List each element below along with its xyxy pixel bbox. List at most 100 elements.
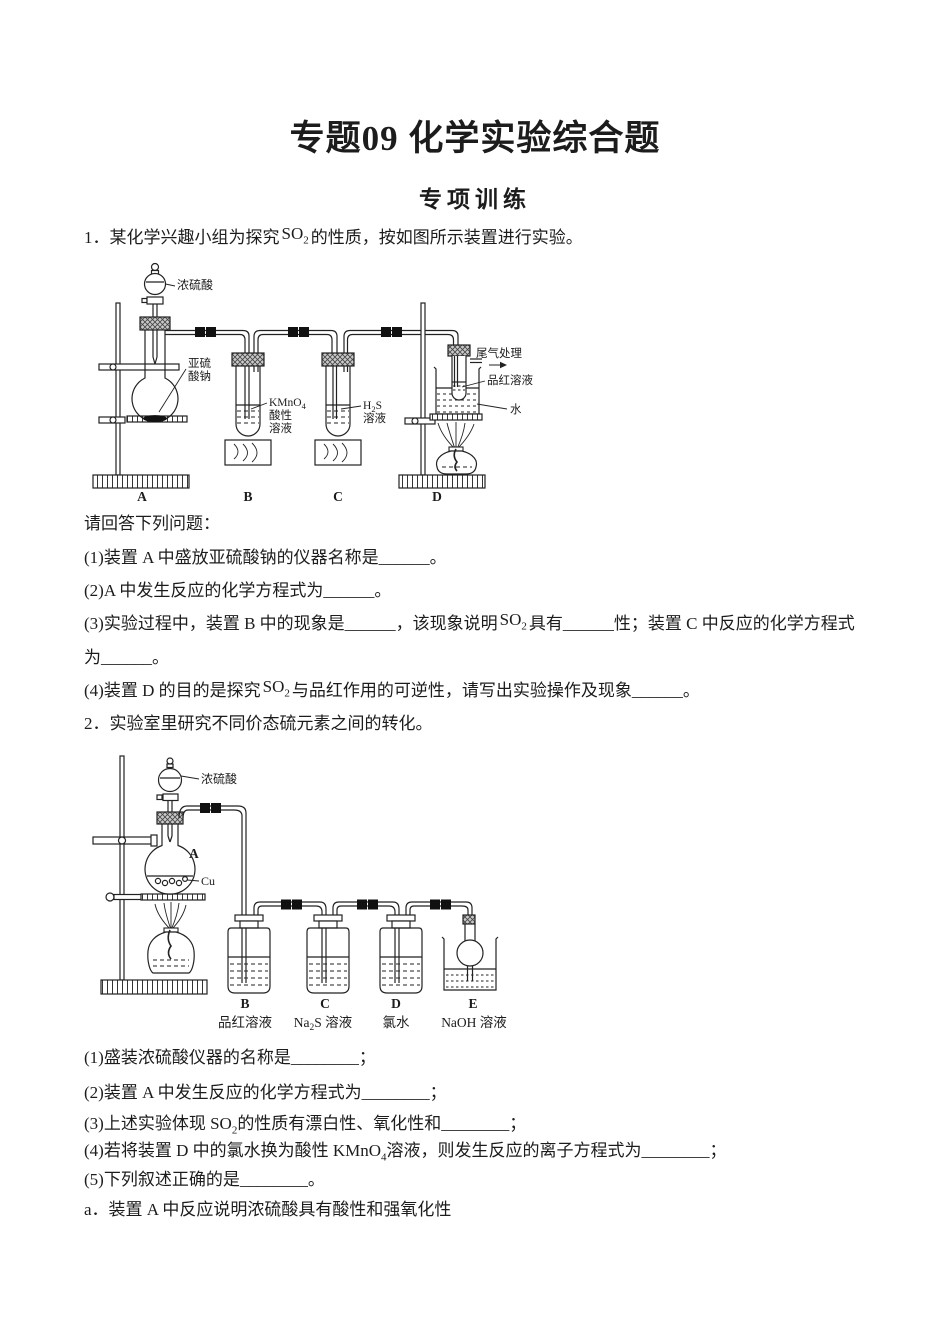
label-b2: B — [240, 996, 249, 1011]
page-title: 专题09 化学实验综合题 — [289, 119, 661, 158]
acidic-label: 酸性 — [269, 408, 292, 422]
q2-option-a: a．装置 A 中反应说明浓硫酸具有酸性和强氧化性 — [84, 1200, 452, 1219]
label-d2: D — [391, 996, 401, 1011]
q1-sub3-post: 具有______性；装置 C 中反应的化学方程式 — [528, 614, 855, 633]
q2-sub3-pre: (3)上述实验体现 SO — [84, 1114, 232, 1133]
kmno4-base: KMnO — [269, 397, 302, 409]
na2s-label: Na2S 溶液 — [294, 1015, 353, 1033]
sodium-sulfite-label-1: 亚硫 — [188, 356, 211, 370]
dropping-funnel-2 — [156, 757, 183, 813]
copper-pieces — [154, 875, 188, 887]
q1-prompt: 请回答下列问题： — [84, 514, 220, 533]
label-a1: A — [137, 489, 147, 504]
naoh-label: NaOH 溶液 — [441, 1015, 507, 1030]
conc-acid-label-1: 浓硫酸 — [177, 277, 213, 292]
kmno4-label: KMnO4 — [269, 397, 307, 411]
iron-stand-d — [398, 302, 486, 489]
test-tube-b — [224, 352, 272, 466]
cu-label: Cu — [201, 874, 215, 888]
chlorine-water-label: 氯水 — [383, 1015, 410, 1030]
q2-sub4: (4)若将装置 D 中的氯水换为酸性 KMnO4溶液，则发生反应的离子方程式为_… — [84, 1139, 727, 1169]
fuchsin-label-1: 品红溶液 — [487, 373, 533, 387]
q1-sub2: (2)A 中发生反应的化学方程式为______。 — [84, 581, 392, 600]
h2s-h: H — [363, 400, 371, 412]
dropping-funnel — [141, 262, 167, 319]
gas-tube-a-b2 — [178, 803, 247, 983]
so2-sub: 2 — [521, 620, 527, 633]
q1-sub4-pre: (4)装置 D 的目的是探究 — [84, 681, 261, 700]
q1-stem-pre: 1．某化学兴趣小组为探究 — [84, 228, 280, 247]
so2-sub: 2 — [231, 1124, 238, 1137]
solution-label-b: 溶液 — [269, 421, 292, 435]
label-b1: B — [243, 489, 252, 504]
sodium-sulfite-label-2: 酸钠 — [188, 369, 211, 383]
so2-base: SO — [262, 677, 285, 696]
na2s-na: Na — [294, 1015, 310, 1030]
tail-gas-label: 尾气处理 — [476, 346, 522, 360]
q1-sub1: (1)装置 A 中盛放亚硫酸钠的仪器名称是______。 — [84, 548, 447, 567]
pad-c — [314, 439, 362, 466]
q1-sub4-post: 与品红作用的可逆性，请写出实验操作及现象______。 — [291, 681, 700, 700]
label-c2: C — [320, 996, 330, 1011]
apparatus-diagram-2: 浓硫酸 A Cu B C D E 品红溶液 Na2S 溶液 氯水 NaOH 溶液 — [92, 755, 507, 1033]
apparatus-diagram-1: 浓硫酸 亚硫 酸钠 KMnO4 酸性 溶液 H2S 溶液 尾气处理 品红溶液 水… — [92, 262, 533, 504]
gas-tube-a-b — [165, 327, 250, 353]
gas-tube-b-c2 — [253, 899, 327, 983]
gas-bottle-d — [379, 914, 423, 994]
inverted-funnel-e — [441, 914, 499, 991]
so2-formula: SO2 — [263, 675, 290, 705]
so2-formula: SO2 — [282, 222, 309, 252]
so2-formula: SO2 — [500, 608, 527, 638]
label-d1: D — [432, 489, 442, 504]
gas-bottle-c — [306, 914, 350, 994]
conc-acid-label-2: 浓硫酸 — [201, 771, 237, 786]
solution-label-c: 溶液 — [363, 411, 386, 425]
q2-sub3: (3)上述实验体现 SO2的性质有漂白性、氧化性和________； — [84, 1112, 526, 1142]
so2-sub: 2 — [284, 687, 290, 700]
gas-bottle-b — [227, 914, 271, 994]
so2-sub: 2 — [303, 234, 309, 247]
gas-tube-c-d2 — [332, 899, 400, 983]
fuchsin-label-2: 品红溶液 — [218, 1015, 272, 1030]
label-c1: C — [333, 489, 343, 504]
iron-stand-2 — [92, 755, 208, 995]
page-subtitle: 专项训练 — [419, 187, 531, 212]
alcohol-lamp — [435, 422, 478, 475]
label-e2: E — [468, 996, 477, 1011]
gas-tube-c-d — [343, 327, 459, 353]
h2s-label: H2S — [363, 400, 382, 414]
round-flask-a — [131, 316, 187, 423]
kmno4-sub: 4 — [381, 1151, 387, 1164]
q2-sub3-post: 的性质有漂白性、氧化性和________； — [237, 1114, 527, 1133]
alcohol-lamp-2 — [147, 902, 195, 974]
water-label: 水 — [510, 403, 522, 416]
water-bath-d — [429, 344, 508, 421]
kmno4-sub: 4 — [302, 401, 307, 411]
so2-base: SO — [281, 224, 304, 243]
q2-sub2: (2)装置 A 中发生反应的化学方程式为________； — [84, 1083, 447, 1102]
q1-stem-post: 的性质，按如图所示装置进行实验。 — [310, 228, 583, 247]
na2s-s: S 溶液 — [314, 1015, 352, 1030]
h2s-s: S — [376, 400, 382, 412]
q1-sub3-pre: (3)实验过程中，装置 B 中的现象是______，该现象说明 — [84, 614, 498, 633]
pad-b — [224, 439, 272, 466]
h2s-sub: 2 — [371, 404, 375, 414]
q2-sub5: (5)下列叙述正确的是________。 — [84, 1170, 325, 1189]
sodium-sulfite-solid — [143, 415, 167, 422]
iron-stand-a — [92, 302, 190, 489]
q1-sub3-cont: 为______。 — [84, 648, 169, 667]
so2-base: SO — [499, 610, 522, 629]
q2-sub1: (1)盛装浓硫酸仪器的名称是________； — [84, 1048, 376, 1067]
q2-stem: 2．实验室里研究不同价态硫元素之间的转化。 — [84, 714, 433, 733]
beaker-e — [441, 936, 499, 991]
na2s-sub: 2 — [310, 1023, 315, 1033]
test-tube-c — [314, 352, 362, 466]
q2-sub4-post: 溶液，则发生反应的离子方程式为________； — [386, 1141, 727, 1160]
gas-tube-b-c — [253, 327, 338, 353]
q2-sub4-pre: (4)若将装置 D 中的氯水换为酸性 KMnO — [84, 1141, 382, 1160]
flask-a-label: A — [189, 846, 199, 861]
